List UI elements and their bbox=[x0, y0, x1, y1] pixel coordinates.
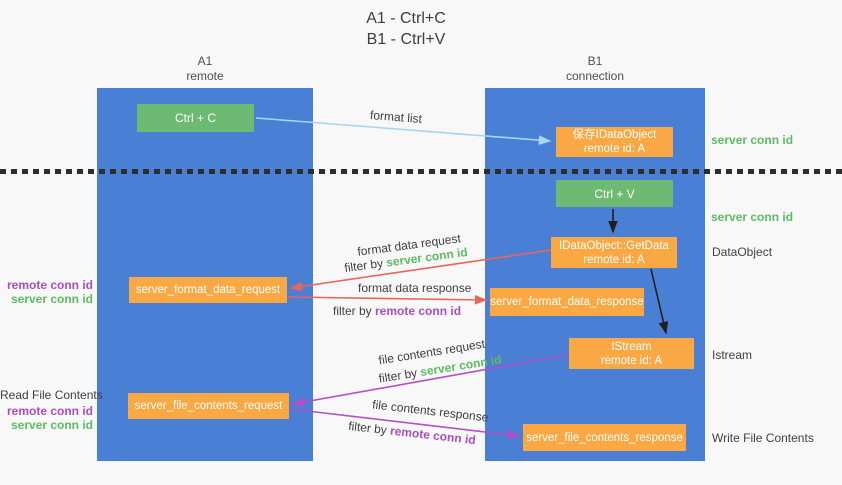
node-istream-line2: remote id: A bbox=[600, 354, 663, 367]
node-istream-line1: IStream bbox=[611, 340, 652, 353]
node-ctrl-c-label: Ctrl + C bbox=[174, 111, 216, 125]
node-ctrl-v-label: Ctrl + V bbox=[594, 186, 635, 201]
lane-header-a1: A1 remote bbox=[97, 54, 313, 84]
node-istream: IStream remote id: A bbox=[569, 338, 694, 369]
node-save-idataobject-line1: 保存IDataObject bbox=[572, 129, 657, 141]
diagram-title-line1: A1 - Ctrl+C bbox=[366, 10, 446, 27]
label-format-list: format list bbox=[369, 107, 423, 127]
label-filter-prefix: filter by bbox=[377, 365, 422, 386]
annotation-read-file-contents: Read File Contents bbox=[0, 388, 103, 402]
node-idataobject-getdata-line1: IDataObject::GetData bbox=[559, 239, 669, 252]
node-server-format-data-response-label: server_format_data_response bbox=[490, 296, 644, 308]
annotation-remote-conn-id-left-2: remote conn id bbox=[6, 404, 93, 418]
annotation-server-conn-id-right-2: server conn id bbox=[711, 210, 794, 224]
annotation-dataobject: DataObject bbox=[712, 245, 773, 259]
label-remote-conn-id-key: remote conn id bbox=[389, 423, 477, 448]
label-filter-by-remote-conn-id-2: filter by remote conn id bbox=[348, 419, 477, 447]
label-file-contents-response: file contents response bbox=[371, 397, 490, 425]
arrow-format-data-response bbox=[287, 295, 488, 305]
node-save-idataobject-line2: remote id: A bbox=[583, 143, 646, 155]
annotation-istream: Istream bbox=[712, 348, 753, 362]
diagram-title-line2: B1 - Ctrl+V bbox=[366, 31, 446, 48]
node-server-file-contents-request: server_file_contents_request bbox=[128, 393, 289, 419]
label-format-data-response: format data response bbox=[358, 281, 472, 295]
lane-b1-title: B1 bbox=[587, 54, 603, 68]
annotation-write-file-contents: Write File Contents bbox=[712, 431, 814, 445]
session-divider-dotted-line bbox=[0, 169, 842, 174]
node-server-file-contents-response-label: server_file_contents_response bbox=[526, 431, 683, 444]
node-server-format-data-response: server_format_data_response bbox=[490, 288, 644, 316]
diagram-title: A1 - Ctrl+C B1 - Ctrl+V bbox=[256, 8, 556, 50]
node-ctrl-c: Ctrl + C bbox=[137, 104, 254, 132]
lane-a1-title: A1 bbox=[197, 54, 213, 68]
node-idataobject-getdata-line2: remote id: A bbox=[583, 253, 645, 266]
annotation-server-conn-id-right-1: server conn id bbox=[711, 133, 794, 147]
node-server-format-data-request: server_format_data_request bbox=[129, 277, 287, 303]
label-filter-by-remote-conn-id-1: filter by remote conn id bbox=[333, 304, 461, 318]
label-filter-prefix: filter by bbox=[343, 255, 388, 276]
label-filter-prefix: filter by bbox=[347, 418, 391, 438]
node-save-idataobject: 保存IDataObject remote id: A bbox=[556, 127, 673, 157]
lane-b1-subtitle: connection bbox=[565, 69, 625, 83]
node-ctrl-v: Ctrl + V bbox=[556, 180, 673, 207]
node-server-file-contents-response: server_file_contents_response bbox=[523, 424, 686, 451]
label-filter-prefix: filter by bbox=[333, 304, 376, 318]
label-remote-conn-id-key: remote conn id bbox=[375, 304, 462, 318]
annotation-remote-conn-id-left-1: remote conn id bbox=[6, 278, 93, 292]
annotation-server-conn-id-left-1: server conn id bbox=[10, 292, 93, 306]
node-server-format-data-request-label: server_format_data_request bbox=[135, 284, 281, 296]
lane-header-b1: B1 connection bbox=[485, 54, 705, 84]
node-idataobject-getdata: IDataObject::GetData remote id: A bbox=[551, 237, 677, 268]
lane-a1-subtitle: remote bbox=[186, 69, 224, 83]
node-server-file-contents-request-label: server_file_contents_request bbox=[134, 400, 283, 412]
annotation-server-conn-id-left-2: server conn id bbox=[10, 418, 93, 432]
